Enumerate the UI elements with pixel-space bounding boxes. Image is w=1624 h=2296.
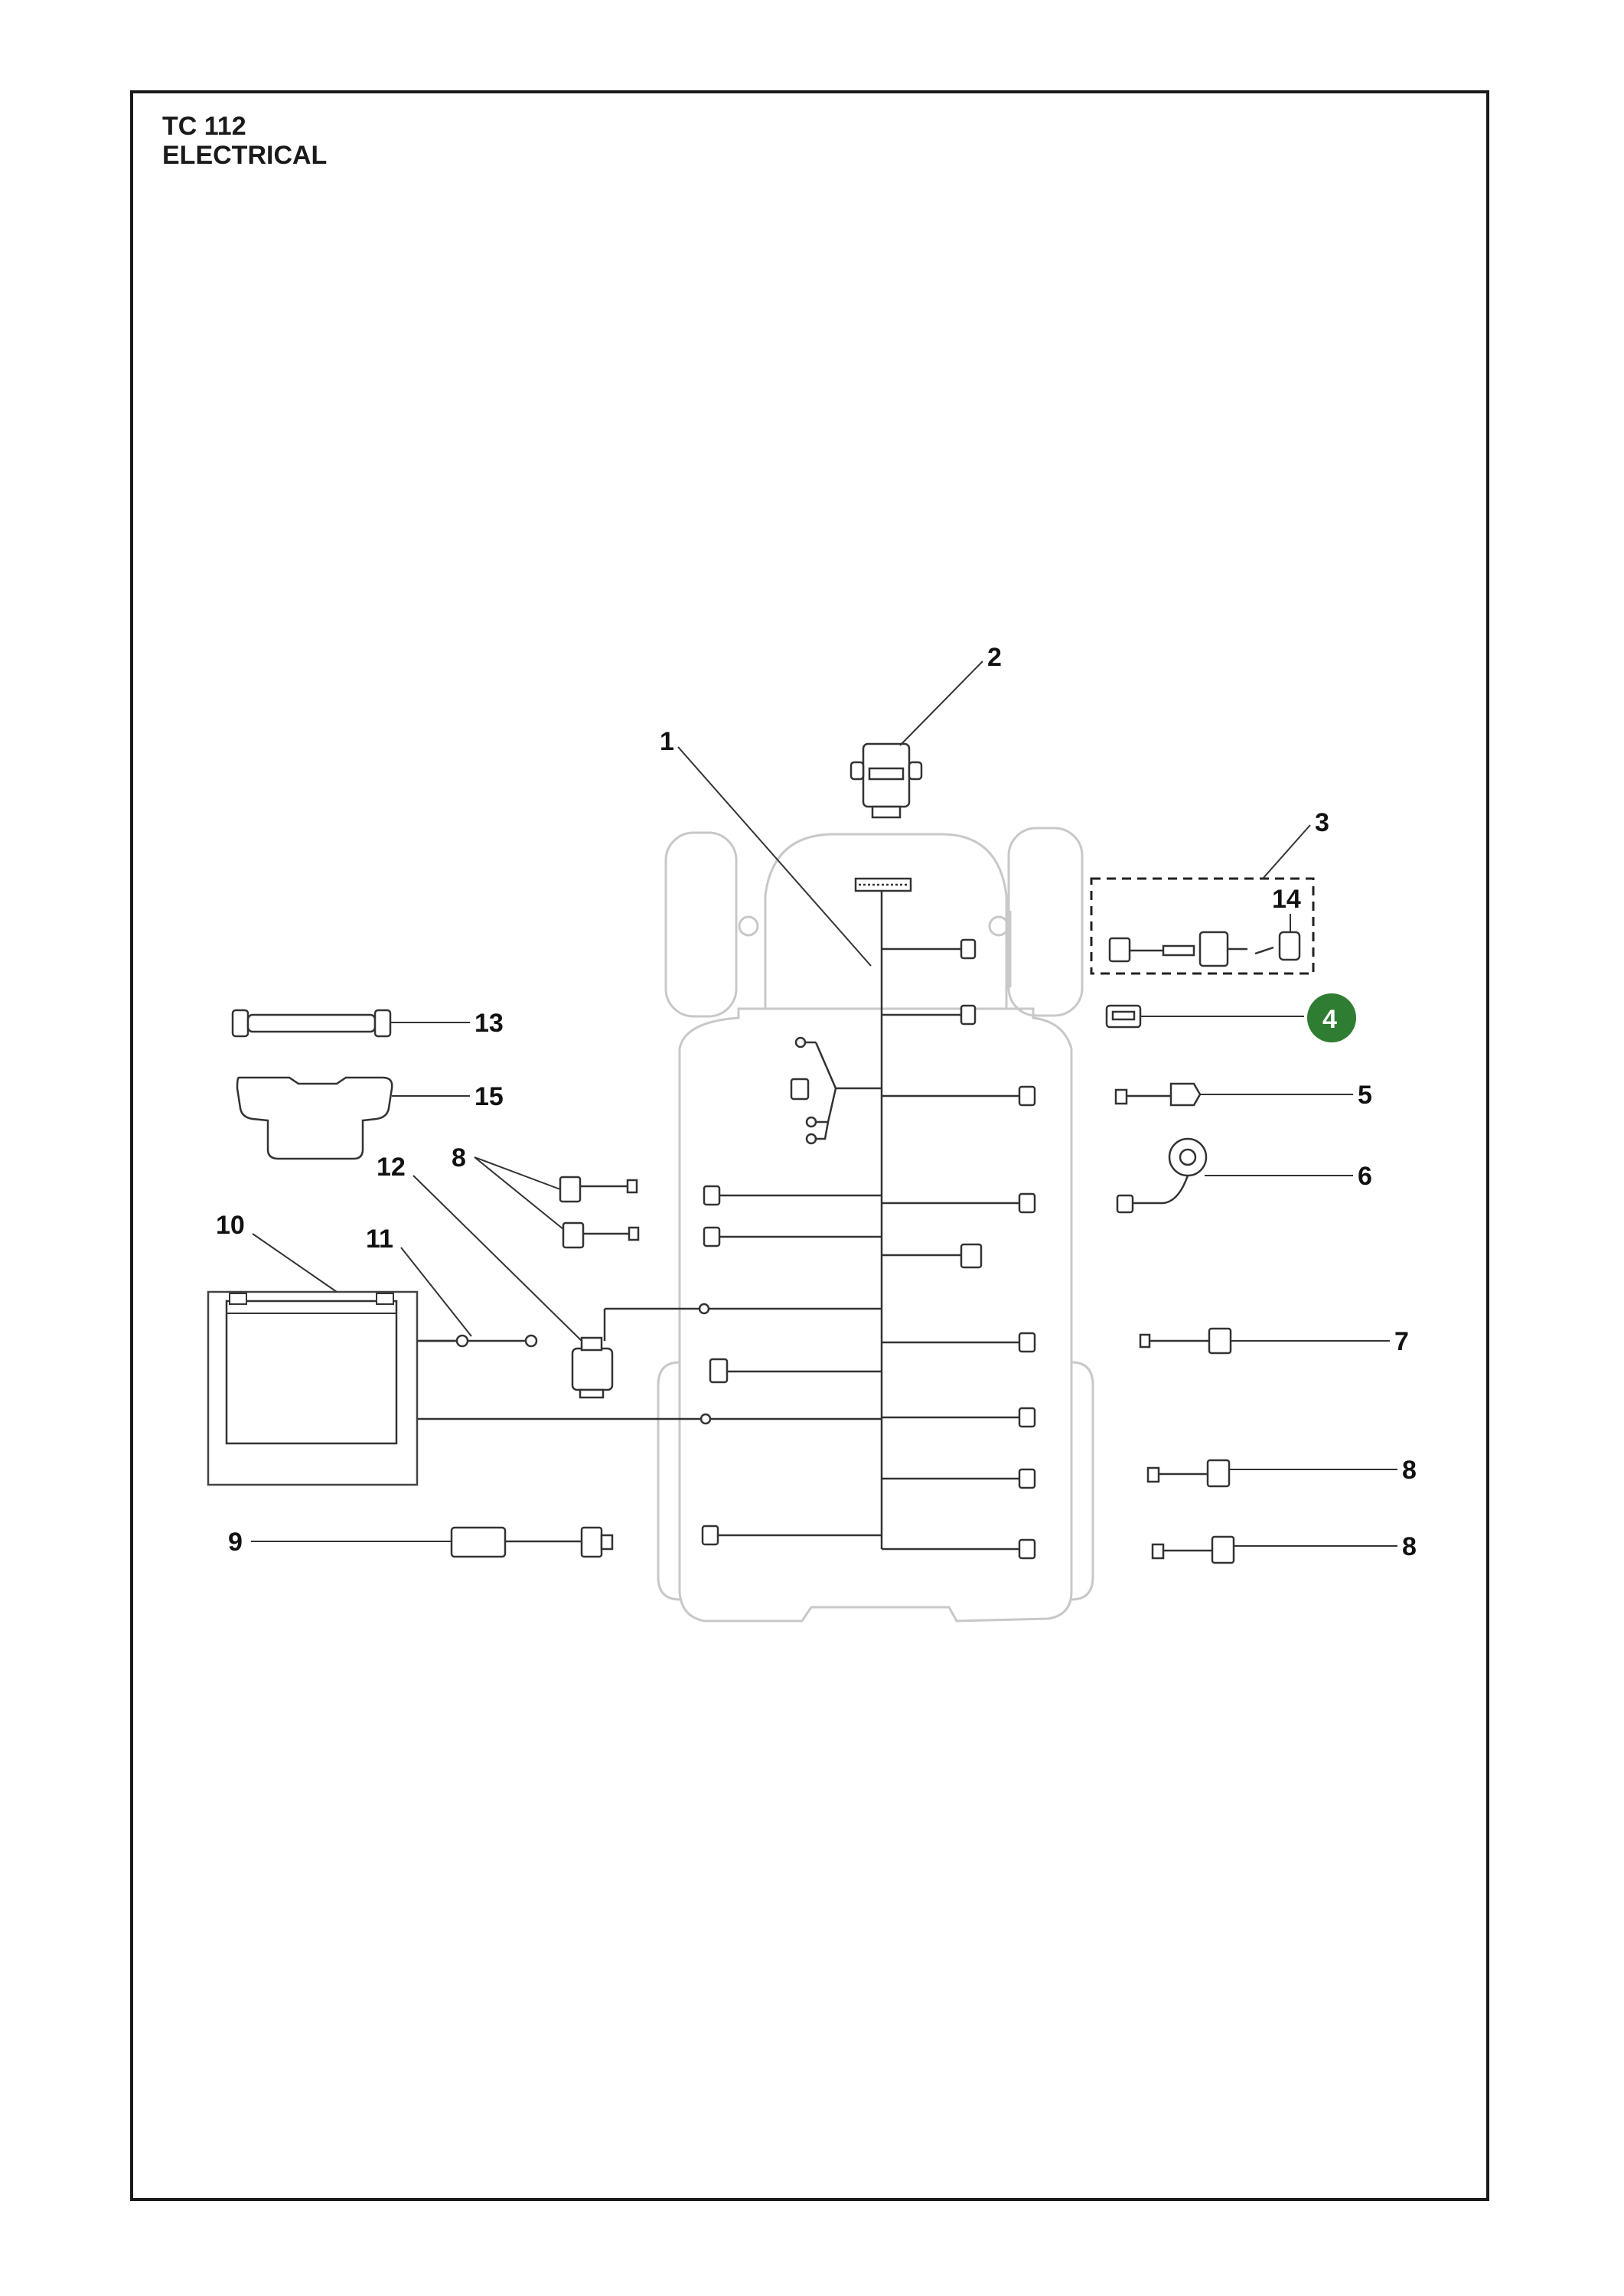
diagram-title: TC 112 ELECTRICAL xyxy=(162,112,327,170)
tractor-chassis-outline xyxy=(657,827,1094,1623)
leader-lines xyxy=(251,660,1397,1547)
callout-1[interactable]: 1 xyxy=(660,727,674,756)
callout-4-highlight xyxy=(1307,993,1356,1042)
ignition-switch-kit xyxy=(1090,877,1315,975)
solenoid-part-12 xyxy=(571,1336,614,1399)
ignition-key xyxy=(1278,931,1301,961)
body-outline xyxy=(678,1007,1073,1623)
front-right-wheel xyxy=(1007,827,1084,1017)
left-pivot xyxy=(738,915,759,937)
leader-12 xyxy=(413,1175,582,1342)
section-name: ELECTRICAL xyxy=(162,141,328,170)
switch-part-8-right-b xyxy=(1151,1535,1235,1564)
callout-11[interactable]: 11 xyxy=(366,1225,393,1254)
callout-13[interactable]: 13 xyxy=(474,1009,504,1038)
leader-11 xyxy=(400,1247,472,1337)
callout-3[interactable]: 3 xyxy=(1315,808,1329,837)
battery-part-10 xyxy=(207,1290,455,1486)
callout-12[interactable]: 12 xyxy=(377,1153,406,1182)
leader-10 xyxy=(252,1233,338,1293)
leader-2 xyxy=(899,660,983,746)
callout-2[interactable]: 2 xyxy=(987,643,1002,672)
right-pivot xyxy=(988,915,1009,937)
leader-3 xyxy=(1262,824,1311,879)
switch-part-7 xyxy=(1139,1327,1232,1355)
callout-labels: 1 2 3 14 4 5 6 7 8 8 8 9 10 11 12 13 15 xyxy=(216,643,1417,1561)
battery-cover-part-15 xyxy=(236,1076,393,1160)
callout-5[interactable]: 5 xyxy=(1358,1081,1372,1110)
kit-dashed-box xyxy=(1090,877,1315,975)
harness-connectors xyxy=(698,938,1036,1560)
sensor-part-6 xyxy=(1116,1137,1208,1214)
sensor-part-5 xyxy=(1114,1082,1202,1107)
fuse-part-13 xyxy=(231,1009,392,1038)
callout-8-right-a[interactable]: 8 xyxy=(1402,1456,1417,1485)
page-frame xyxy=(130,90,1489,2201)
callout-9[interactable]: 9 xyxy=(228,1528,243,1557)
callout-4[interactable]: 4 xyxy=(1322,1005,1337,1034)
model-name: TC 112 xyxy=(162,112,246,141)
wiring-harness xyxy=(417,877,1019,1551)
switch-part-8-left xyxy=(559,1176,640,1249)
callout-7[interactable]: 7 xyxy=(1394,1327,1409,1356)
front-left-wheel xyxy=(664,831,738,1018)
callout-8-left[interactable]: 8 xyxy=(452,1143,466,1172)
callout-14[interactable]: 14 xyxy=(1272,885,1301,914)
hood-outline xyxy=(764,833,1008,1009)
control-module-part xyxy=(850,742,923,819)
switch-part-9 xyxy=(450,1526,614,1558)
callout-10[interactable]: 10 xyxy=(216,1211,245,1240)
switch-part-4 xyxy=(1105,1004,1142,1029)
cable-part-11 xyxy=(419,1334,538,1348)
switch-part-8-right-a xyxy=(1146,1459,1231,1488)
leader-1 xyxy=(677,746,872,967)
callout-15[interactable]: 15 xyxy=(474,1082,504,1111)
callout-8-right-b[interactable]: 8 xyxy=(1402,1532,1417,1561)
callout-6[interactable]: 6 xyxy=(1358,1162,1372,1191)
rear-right-fender xyxy=(1071,1361,1094,1601)
leader-8a xyxy=(474,1156,564,1230)
rear-left-fender xyxy=(657,1361,680,1601)
axle-lines xyxy=(735,911,1012,987)
